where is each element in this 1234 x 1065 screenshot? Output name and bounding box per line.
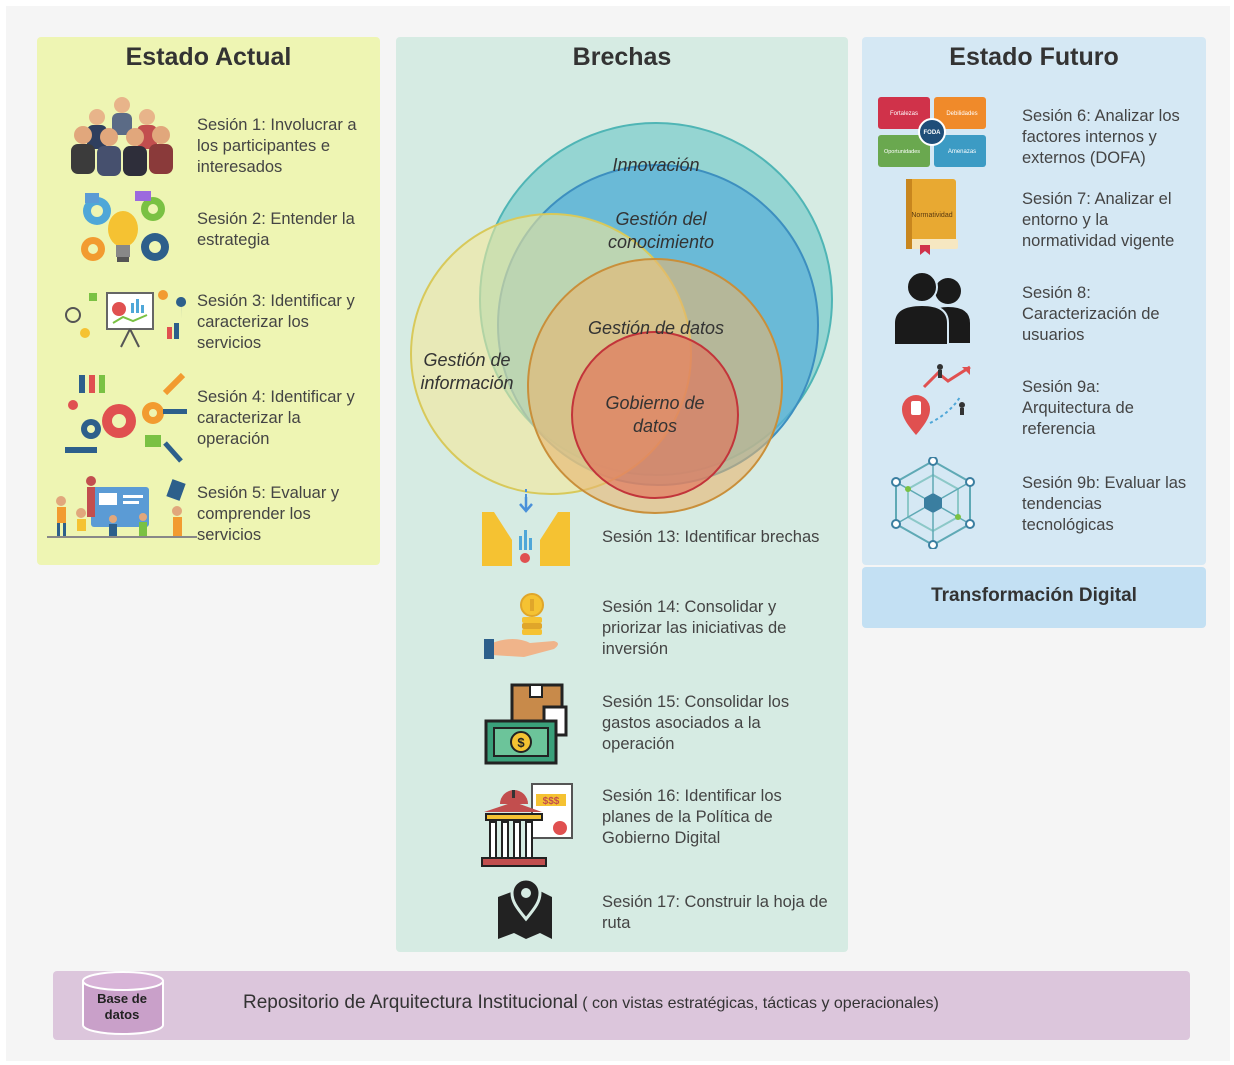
reference-path-icon [902,364,971,435]
government-building-icon: $$$ [481,783,573,867]
foda-oportunidades-label: Oportunidades [884,149,920,155]
session-17-text: Sesión 17: Construir la hoja de ruta [602,893,828,932]
tech-network-icon [891,457,975,549]
users-icon [893,271,970,346]
session-13-text: Sesión 13: Identificar brechas [602,528,820,546]
transformacion-digital-box: Transformación Digital [862,567,1206,628]
session-15-text: Sesión 15: Consolidar los gastos asociad… [602,693,790,753]
roadmap-pin-icon [498,877,552,939]
group-people-icon [71,97,173,176]
operation-gears-icon [65,373,187,463]
session-5-text: Sesión 5: Evaluar y comprender los servi… [197,484,340,544]
brechas-panel: Brechas Innovación Gestión del conocimie… [396,37,848,952]
foda-debilidades-label: Debilidades [946,111,977,117]
session-6-text: Sesión 6: Analizar los factores internos… [1022,107,1180,167]
session-9a-text: Sesión 9a: Arquitectura de referencia [1022,378,1134,438]
venn-gobierno-label: Gobierno de datos [605,393,705,436]
foda-center-label: FODA [924,130,942,136]
team-evaluation-icon [47,476,197,538]
venn-diagram [410,122,833,514]
session-3-text: Sesión 3: Identificar y caracterizar los… [197,292,355,352]
venn-conocimiento-label: Gestión del conocimiento [607,209,715,252]
estado-futuro-panel: Estado Futuro Fortalezas Debilidades Opo… [862,37,1206,565]
venn-innovacion-label: Innovación [612,155,700,175]
session-7-text: Sesión 7: Analizar el entorno y la norma… [1022,190,1175,250]
svg-text:$$$: $$$ [543,796,560,807]
foda-fortalezas-label: Fortalezas [890,111,918,117]
brechas-title: Brechas [572,43,672,71]
repositorio-subtext: ( con vistas estratégicas, tácticas y op… [577,995,939,1012]
book-icon: Normatividad [906,179,958,255]
strategy-gears-icon [81,191,169,262]
session-9b-text: Sesión 9b: Evaluar las tendencias tecnol… [1022,474,1187,534]
database-icon [82,971,164,1035]
svg-text:$: $ [517,735,525,750]
venn-datos-label: Gestión de datos [587,318,725,338]
arrow-down-icon [519,489,533,513]
estado-futuro-title: Estado Futuro [949,43,1119,71]
money-expenses-icon: $ [484,683,568,765]
session-1-text: Sesión 1: Involucrar a los participantes… [197,116,357,176]
foda-matrix-icon: Fortalezas Debilidades Oportunidades Ame… [878,97,986,167]
repositorio-main-text: Repositorio de Arquitectura Instituciona… [243,992,578,1013]
gap-analysis-icon [482,512,570,566]
session-2-text: Sesión 2: Entender la estrategia [197,210,355,249]
foda-amenazas-label: Amenazas [948,149,976,155]
repositorio-panel: Base de datos Repositorio de Arquitectur… [53,971,1190,1040]
database-label: Base de datos [97,991,147,1022]
repositorio-title: Repositorio de Arquitectura Instituciona… [243,992,939,1014]
venn-informacion-label: Gestión de información [420,350,514,393]
book-label: Normatividad [911,212,952,219]
estado-actual-title: Estado Actual [125,43,292,71]
transformacion-digital-label: Transformación Digital [931,585,1137,606]
investment-hand-coin-icon [484,593,558,659]
presentation-board-icon [65,290,187,348]
session-4-text: Sesión 4: Identificar y caracterizar la … [197,388,355,448]
gobierno-circle [571,331,739,499]
session-14-text: Sesión 14: Consolidar y priorizar las in… [602,598,787,658]
estado-actual-panel: Estado Actual Sesión 1: Involucrar a los… [37,37,380,565]
session-8-text: Sesión 8: Caracterización de usuarios [1022,284,1160,344]
session-16-text: Sesión 16: Identificar los planes de la … [602,787,782,847]
